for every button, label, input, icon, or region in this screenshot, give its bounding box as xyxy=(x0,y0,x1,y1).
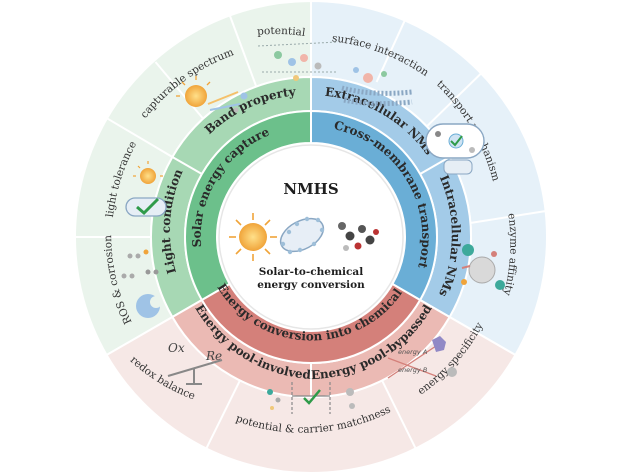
membrane-icon xyxy=(341,67,413,107)
cell-icon xyxy=(279,216,325,255)
enzyme-icon xyxy=(461,244,505,290)
outer-label-potential: potential xyxy=(257,25,307,39)
transport-mechanism-icon xyxy=(425,123,485,175)
balance-icon: Ox Re xyxy=(167,341,223,385)
center-subtitle-line1: Solar-to-chemical xyxy=(259,266,363,278)
label-ox: Ox xyxy=(168,341,185,355)
category-band xyxy=(184,109,438,364)
center-title: NMHS xyxy=(283,180,338,198)
center-sun-icon xyxy=(229,213,277,261)
main-red xyxy=(200,282,422,364)
center-subtitle-line2: energy conversion xyxy=(257,279,365,291)
light-tolerance-icon xyxy=(125,161,167,217)
energy-specificity-icon: energy A energy B xyxy=(387,336,457,379)
ros-corrosion-icon xyxy=(121,249,162,318)
label-energy-b: energy B xyxy=(398,366,428,374)
label-re: Re xyxy=(205,349,222,363)
carrier-matchness-icon xyxy=(267,382,355,414)
nanoparticle-icon xyxy=(338,222,379,251)
label-energy-a: energy A xyxy=(398,348,427,356)
spectrum-sun-icon xyxy=(176,76,248,113)
potential-levels-icon xyxy=(257,41,339,81)
check-icon xyxy=(136,197,160,216)
